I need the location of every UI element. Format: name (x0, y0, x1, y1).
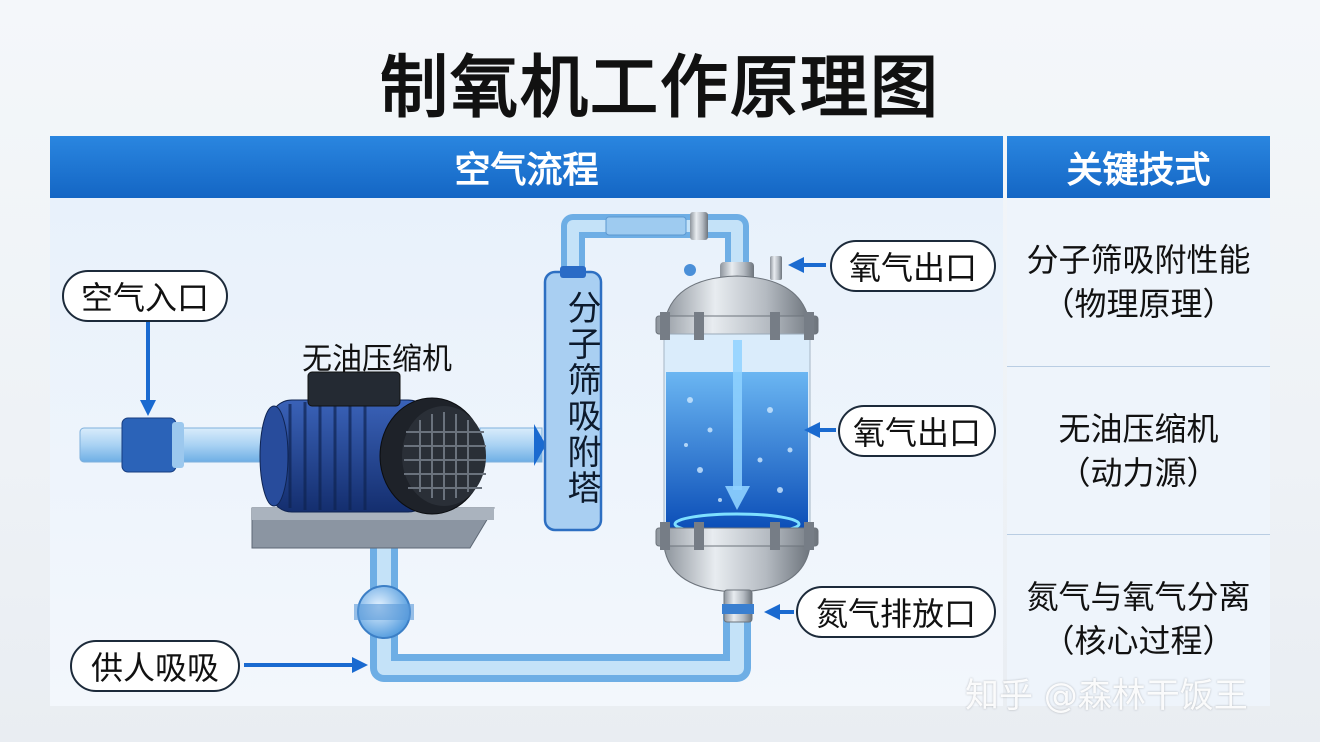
tech-item-title: 分子筛吸附性能 (1026, 241, 1251, 279)
tech-item-title: 无油压缩机 (1058, 410, 1219, 448)
tech-column: 分子筛吸附性能 （物理原理） 无油压缩机 （动力源） 氮气与氧气分离 （核心过程… (1007, 198, 1270, 706)
separation-tank (655, 256, 819, 623)
oxygen-outlet-mid-label: 氧气出口 (838, 405, 996, 457)
tech-item-compressor: 无油压缩机 （动力源） (1007, 366, 1270, 535)
breathing-supply-label: 供人吸吸 (70, 640, 240, 692)
key-tech-header: 关键技式 (1007, 136, 1270, 198)
tech-item-separation: 氮气与氧气分离 （核心过程） (1007, 534, 1270, 703)
watermark: 知乎 @森林干饭王 (965, 676, 1248, 716)
tech-item-subtitle: （物理原理） (1042, 285, 1235, 323)
air-flow-header: 空气流程 (50, 136, 1003, 198)
tech-item-adsorption: 分子筛吸附性能 （物理原理） (1007, 198, 1270, 366)
flow-arrows (140, 257, 836, 673)
compressor (259, 371, 486, 515)
pipe-coupling (605, 216, 687, 236)
oxygen-outlet-top-label: 氧气出口 (830, 240, 996, 292)
compressor-label: 无油压缩机 (302, 342, 452, 377)
tech-item-subtitle: （动力源） (1058, 454, 1219, 492)
compressor-outlet-pipe (479, 427, 543, 463)
page-title: 制氧机工作原理图 (379, 49, 940, 128)
nitrogen-outlet-label: 氮气排放口 (796, 586, 996, 638)
inlet-filter (121, 417, 177, 473)
tech-item-title: 氮气与氧气分离 (1026, 578, 1251, 616)
tower-label: 分子筛吸附塔 (561, 290, 601, 506)
air-inlet-label: 空气入口 (62, 270, 228, 322)
tech-item-subtitle: （核心过程） (1042, 622, 1235, 660)
